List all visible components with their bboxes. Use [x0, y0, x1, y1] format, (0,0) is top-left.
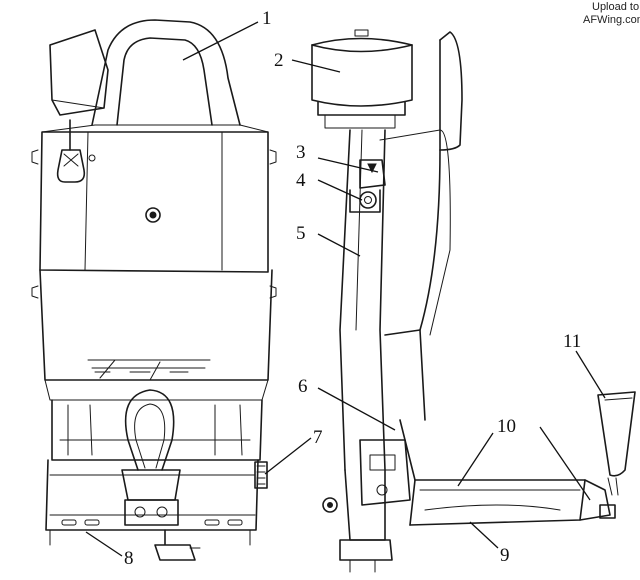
callout-4: 4: [296, 170, 306, 191]
side-view: [311, 29, 636, 573]
callout-9: 9: [500, 545, 510, 566]
callout-8: 8: [124, 548, 134, 569]
watermark-line-1: Upload to: [592, 1, 639, 13]
callout-3: 3: [296, 142, 306, 163]
callout-labels: 1 2 3 4 5 6 7 8 9 10 11: [124, 8, 581, 569]
callout-11: 11: [563, 331, 581, 352]
watermark-line-2: AFWing.com: [583, 14, 640, 26]
callout-5: 5: [296, 223, 306, 244]
front-view: [31, 19, 277, 561]
callout-2: 2: [274, 50, 284, 71]
callout-7: 7: [313, 427, 323, 448]
callout-6: 6: [298, 376, 308, 397]
callout-10: 10: [497, 416, 516, 437]
callout-1: 1: [262, 8, 272, 29]
leader-lines: [85, 21, 606, 557]
